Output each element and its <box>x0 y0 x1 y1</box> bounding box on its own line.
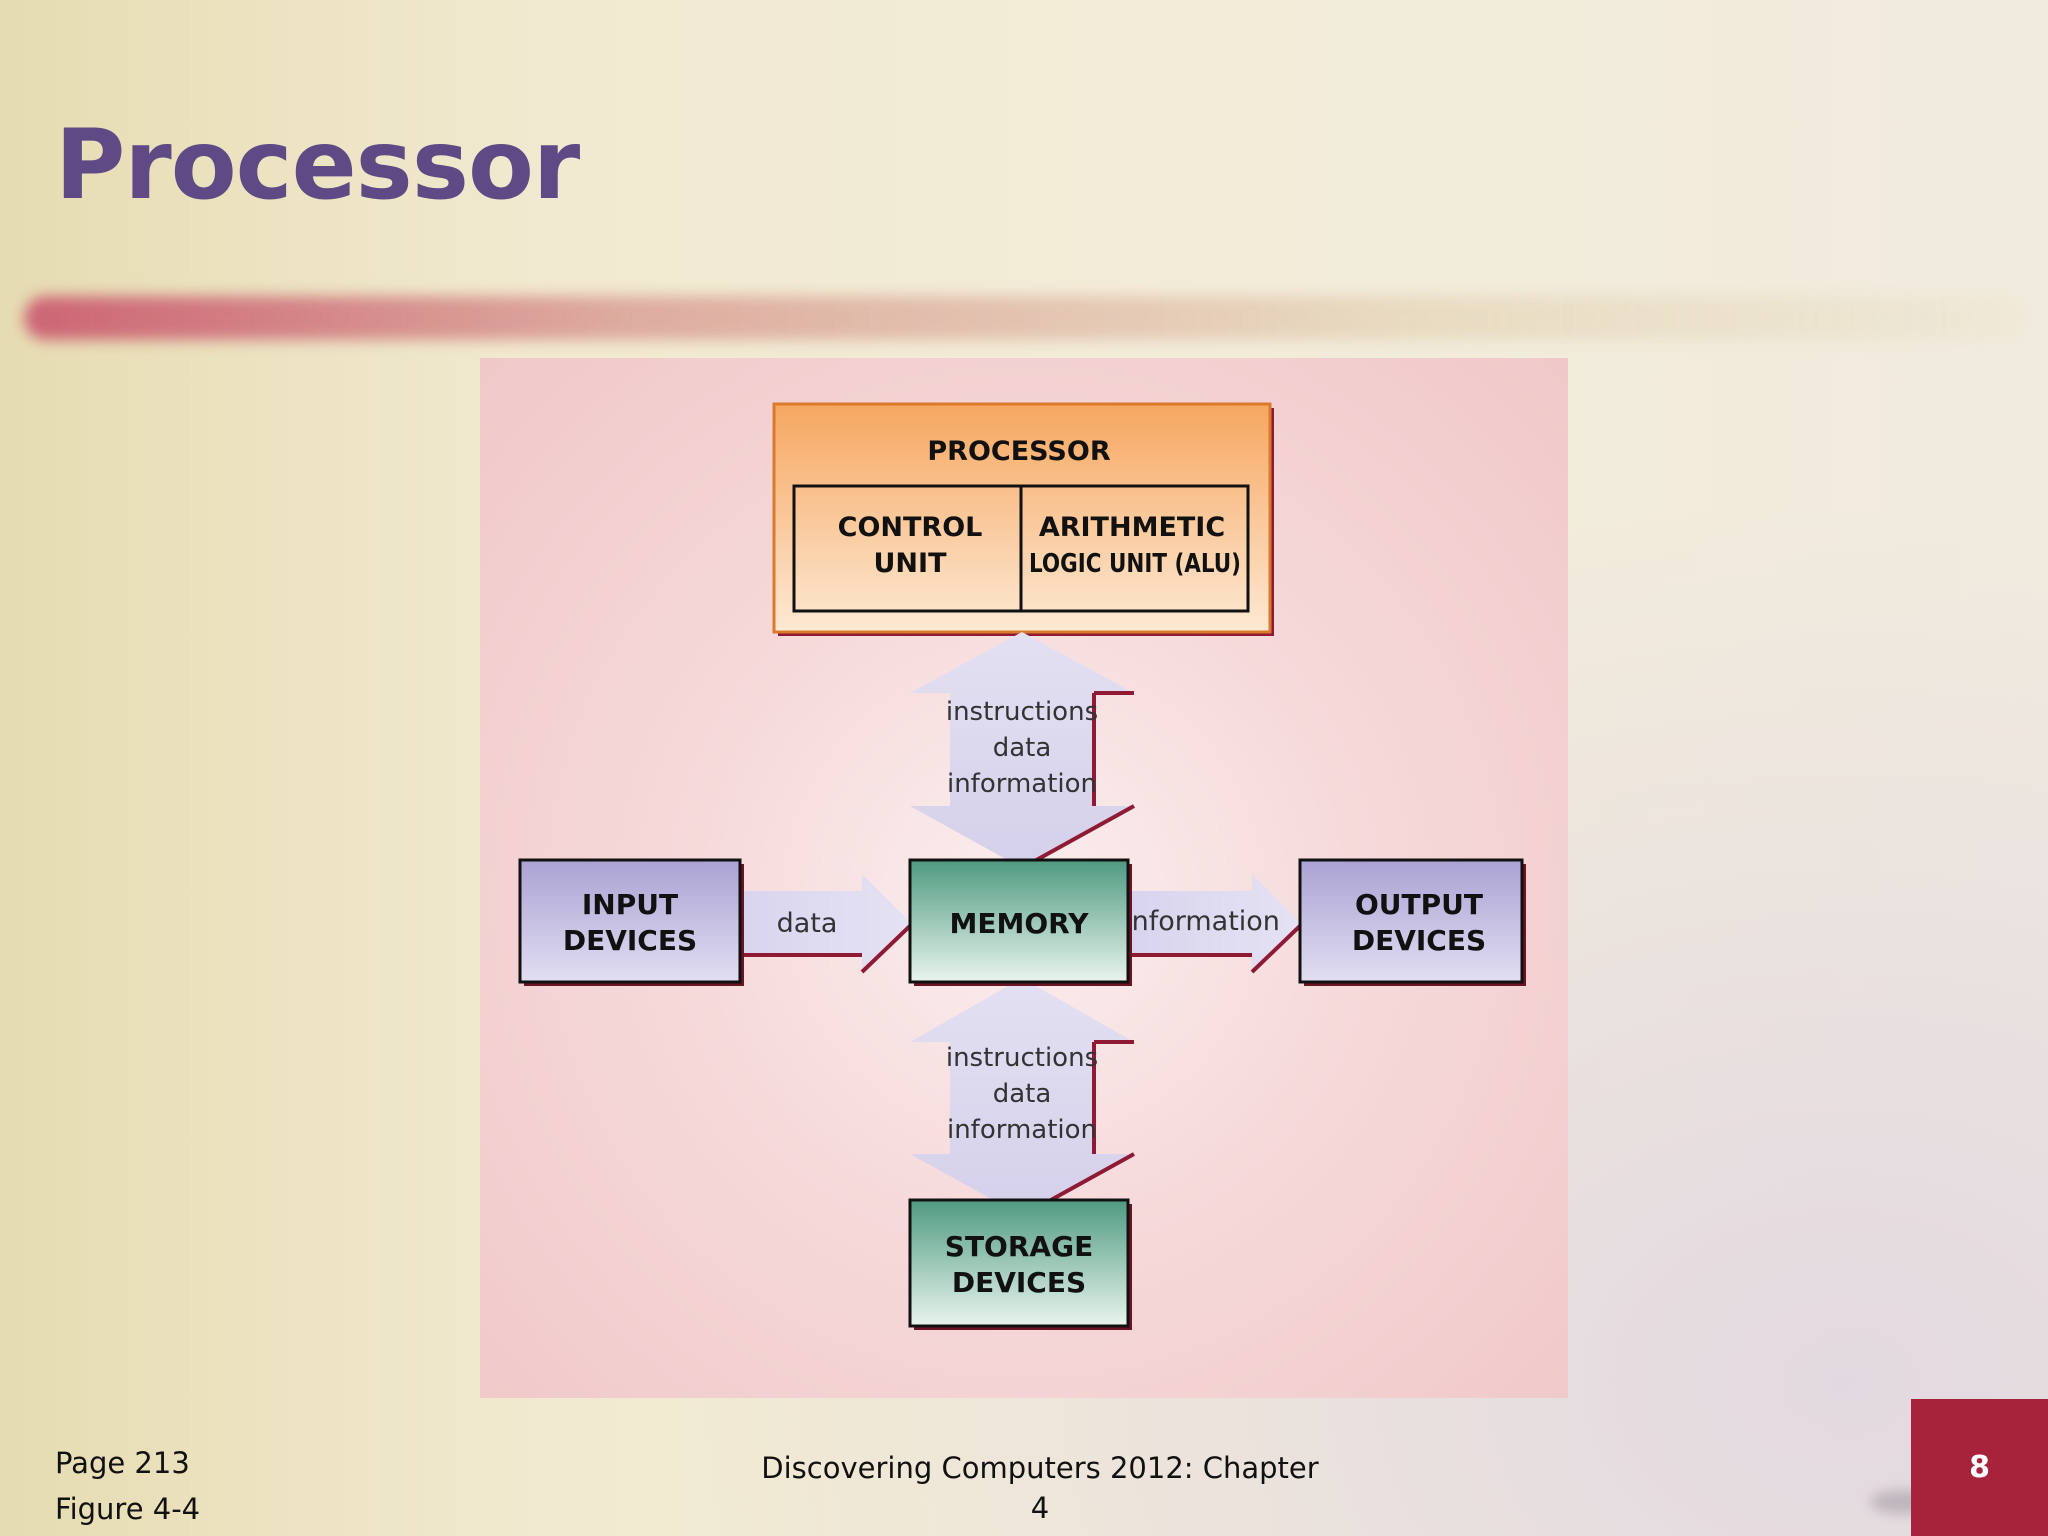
processor-diagram: PROCESSOR CONTROL UNIT ARITHMETIC LOGIC … <box>480 358 1568 1398</box>
arrow-bottom-text-2: data <box>993 1079 1052 1109</box>
arrow-left-text: data <box>777 908 838 939</box>
control-unit-label-line2: UNIT <box>874 548 948 579</box>
arrow-top-text-2: data <box>993 733 1052 763</box>
arrow-top-text-1: instructions <box>946 697 1098 727</box>
arrow-top-text-3: information <box>947 769 1097 799</box>
memory-label: MEMORY <box>950 907 1090 940</box>
arrow-processor-memory: instructions data information <box>910 632 1135 870</box>
arrow-memory-storage: instructions data information <box>910 978 1135 1218</box>
title-divider <box>24 296 2024 340</box>
arrow-memory-output: information <box>1124 874 1304 974</box>
footer-title: Discovering Computers 2012: Chapter 4 <box>761 1451 1319 1525</box>
footer-figure: Figure 4-4 <box>55 1492 201 1526</box>
storage-label-line1: STORAGE <box>945 1230 1093 1263</box>
slide-number: 8 <box>1911 1399 2048 1536</box>
output-label-line1: OUTPUT <box>1355 888 1483 921</box>
input-devices-box: INPUT DEVICES <box>518 858 744 986</box>
storage-devices-box: STORAGE DEVICES <box>908 1198 1132 1330</box>
control-unit-label-line1: CONTROL <box>838 512 983 543</box>
processor-label: PROCESSOR <box>927 436 1110 467</box>
slide-title: Processor <box>55 109 580 221</box>
footer-reference: Page 213 Figure 4-4 <box>55 1440 200 1532</box>
arrow-input-memory: data <box>734 874 914 974</box>
memory-box: MEMORY <box>908 858 1132 986</box>
arrow-bottom-text-3: information <box>947 1115 1097 1145</box>
output-devices-box: OUTPUT DEVICES <box>1298 858 1526 986</box>
processor-box: PROCESSOR CONTROL UNIT ARITHMETIC LOGIC … <box>772 402 1274 636</box>
alu-label-line1: ARITHMETIC <box>1039 512 1225 543</box>
output-label-line2: DEVICES <box>1352 924 1486 957</box>
storage-label-line2: DEVICES <box>952 1266 1086 1299</box>
footer-page: Page 213 <box>55 1446 190 1480</box>
arrow-right-text: information <box>1124 906 1280 937</box>
input-label-line1: INPUT <box>582 888 678 921</box>
alu-label-line2: LOGIC UNIT (ALU) <box>1029 549 1241 579</box>
arrow-bottom-text-1: instructions <box>946 1043 1098 1073</box>
input-label-line2: DEVICES <box>563 924 697 957</box>
